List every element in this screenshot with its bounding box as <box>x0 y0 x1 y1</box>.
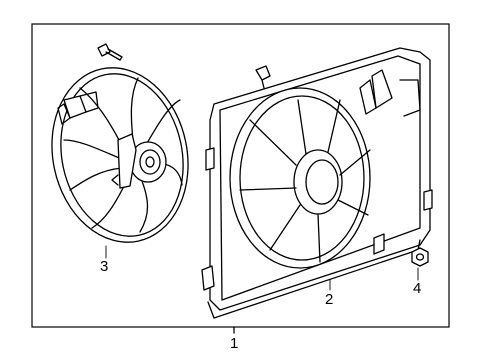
fan-assembly <box>51 67 189 243</box>
callout-1: 1 <box>230 335 239 352</box>
callout-3: 3 <box>100 258 109 275</box>
clip-icon <box>255 65 271 89</box>
fan-shroud <box>201 47 433 319</box>
callout-4: 4 <box>413 280 422 297</box>
diagram-frame <box>31 23 450 328</box>
callout-2: 2 <box>325 291 334 308</box>
nut-icon <box>411 247 429 267</box>
bolt-icon <box>97 43 123 61</box>
